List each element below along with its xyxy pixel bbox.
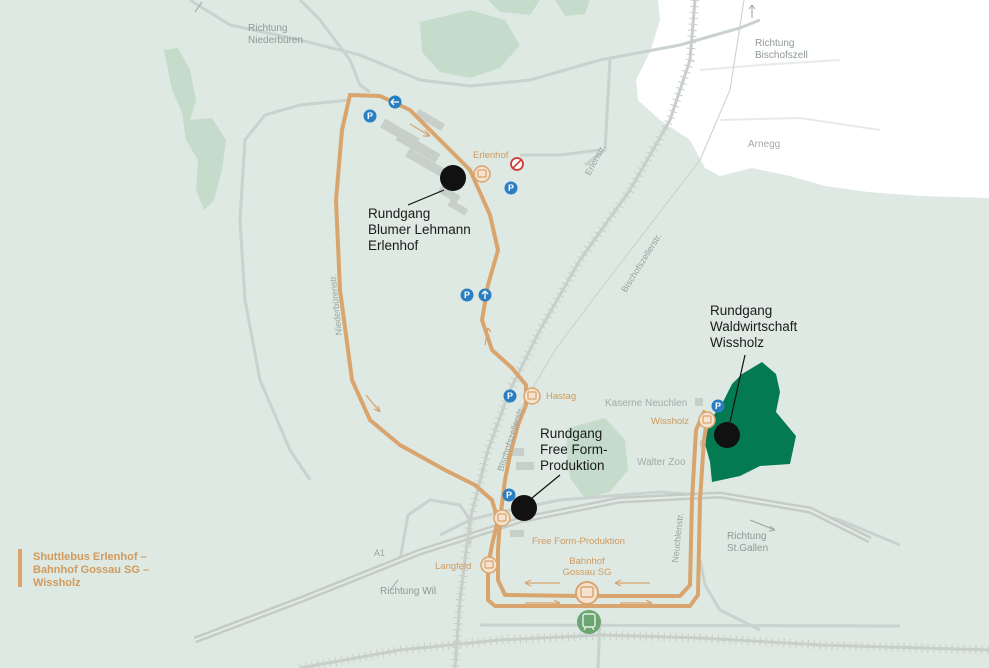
stop-label-bahnhof-line1: Bahnhof	[569, 556, 605, 567]
stop-label-free-form: Free Form-Produktion	[532, 536, 625, 547]
bus-icon	[698, 411, 716, 429]
tour-label-freeform-line2: Free Form-	[540, 442, 608, 457]
tour-label-wissholz-line1: Rundgang	[710, 303, 772, 318]
bus-icon	[493, 509, 511, 527]
stop-label-wissholz: Wissholz	[651, 416, 689, 427]
tour-point-freeform	[511, 495, 537, 521]
place-arnegg: Arnegg	[748, 139, 780, 150]
place-kaserne: Kaserne Neuchlen	[605, 398, 687, 409]
legend: Shuttlebus Erlenhof – Bahnhof Gossau SG …	[18, 549, 149, 589]
arnegg-roads	[699, 59, 881, 131]
bus-icon	[480, 556, 498, 574]
svg-text:P: P	[507, 391, 513, 401]
legend-line2: Bahnhof Gossau SG –	[33, 564, 149, 576]
tour-point-wissholz	[714, 422, 740, 448]
arrow-left-icon	[388, 95, 402, 109]
parking-icon: P	[503, 389, 517, 403]
tour-points	[407, 165, 746, 521]
street-a1: A1	[374, 548, 385, 558]
parking-icon: P	[502, 488, 516, 502]
bus-stops	[473, 165, 716, 605]
dir-stgallen-line1: Richtung	[727, 531, 766, 542]
tour-point-erlenhof	[440, 165, 466, 191]
parking-icon: P	[460, 288, 474, 302]
forest-wissholz-highlight	[704, 362, 796, 482]
parking-icon: P	[363, 109, 377, 123]
bus-icon	[523, 387, 541, 405]
route-direction-arrows	[365, 123, 653, 607]
svg-text:P: P	[367, 111, 373, 121]
urban-area-arnegg	[636, 0, 989, 198]
tour-label-freeform-line1: Rundgang	[540, 426, 602, 441]
highway-a1	[193, 491, 872, 644]
tour-label-freeform-line3: Produktion	[540, 458, 605, 473]
tour-label-erlenhof-line3: Erlenhof	[368, 238, 419, 253]
bus-icon	[575, 581, 599, 605]
stop-label-hastag: Hastag	[546, 391, 576, 402]
no-entry-icon	[510, 157, 524, 171]
dir-wil: Richtung Wil	[380, 586, 436, 597]
arrow-up-icon	[478, 288, 492, 302]
svg-text:P: P	[715, 401, 721, 411]
stop-label-erlenhof: Erlenhof	[473, 150, 509, 161]
parking-icon: P	[711, 399, 725, 413]
legend-route-swatch	[18, 549, 22, 587]
forest-areas	[164, 0, 628, 498]
tour-label-wissholz-line2: Waldwirtschaft	[710, 319, 798, 334]
tour-label-erlenhof-line2: Blumer Lehmann	[368, 222, 471, 237]
dir-stgallen-line2: St.Gallen	[727, 543, 768, 554]
dir-bischofszell-line1: Richtung	[755, 38, 794, 49]
stop-label-bahnhof-line2: Gossau SG	[562, 567, 611, 578]
dir-niederbueren-line2: Niederbüren	[248, 35, 303, 46]
dir-bischofszell-line2: Bischofszell	[755, 50, 808, 61]
parking-icon: P	[504, 181, 518, 195]
tour-label-wissholz-line3: Wissholz	[710, 335, 764, 350]
direction-pointers	[194, 1, 776, 591]
bus-icon	[473, 165, 491, 183]
tour-label-erlenhof-line1: Rundgang	[368, 206, 430, 221]
legend-line1: Shuttlebus Erlenhof –	[33, 551, 147, 563]
stop-label-langfeld: Langfeld	[435, 561, 471, 572]
place-walter-zoo: Walter Zoo	[637, 457, 686, 468]
legend-line3: Wissholz	[33, 577, 81, 589]
svg-text:P: P	[464, 290, 470, 300]
dir-niederbueren-line1: Richtung	[248, 23, 287, 34]
svg-text:P: P	[506, 490, 512, 500]
svg-text:P: P	[508, 183, 514, 193]
parking-icons: P P P P P P	[363, 109, 725, 502]
train-icon	[577, 610, 601, 634]
